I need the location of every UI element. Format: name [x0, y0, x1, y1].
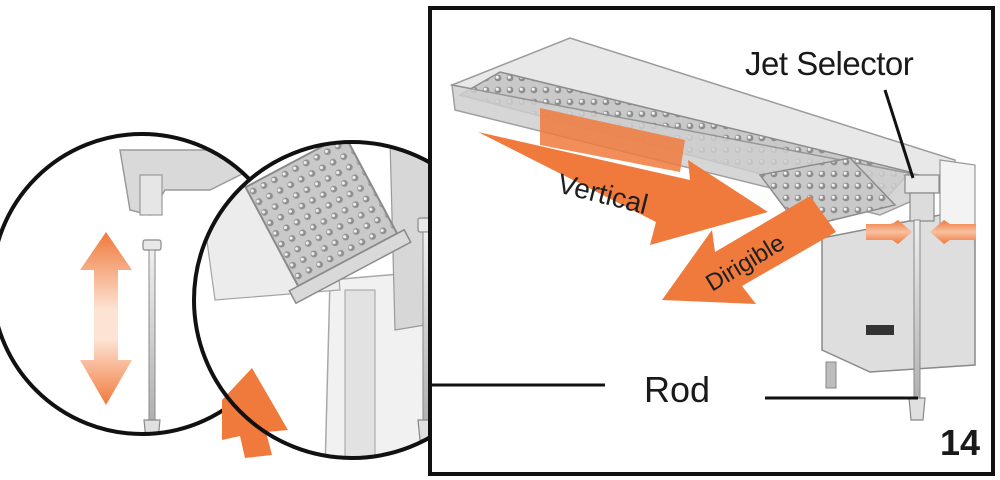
step-number: 14	[940, 422, 981, 463]
jet-selector-knob	[904, 174, 940, 222]
jet-selector-left-arrow	[866, 220, 912, 244]
jet-selector-right-arrow	[930, 220, 976, 244]
main-rod	[913, 219, 921, 401]
rotate-arrow	[222, 368, 288, 458]
jet-selector-label: Jet Selector	[745, 45, 914, 82]
dirigible-arrow	[662, 196, 836, 304]
main-view-panel: Vertical Dirigible	[428, 6, 995, 476]
detail-circle-rod	[0, 132, 294, 436]
square-showerhead	[244, 142, 412, 305]
heater-body	[821, 159, 976, 389]
rod-label: Rod	[644, 369, 711, 410]
vertical-double-arrow	[80, 232, 132, 405]
jet-selector-leader	[883, 89, 915, 179]
vertical-arrow	[478, 132, 768, 245]
